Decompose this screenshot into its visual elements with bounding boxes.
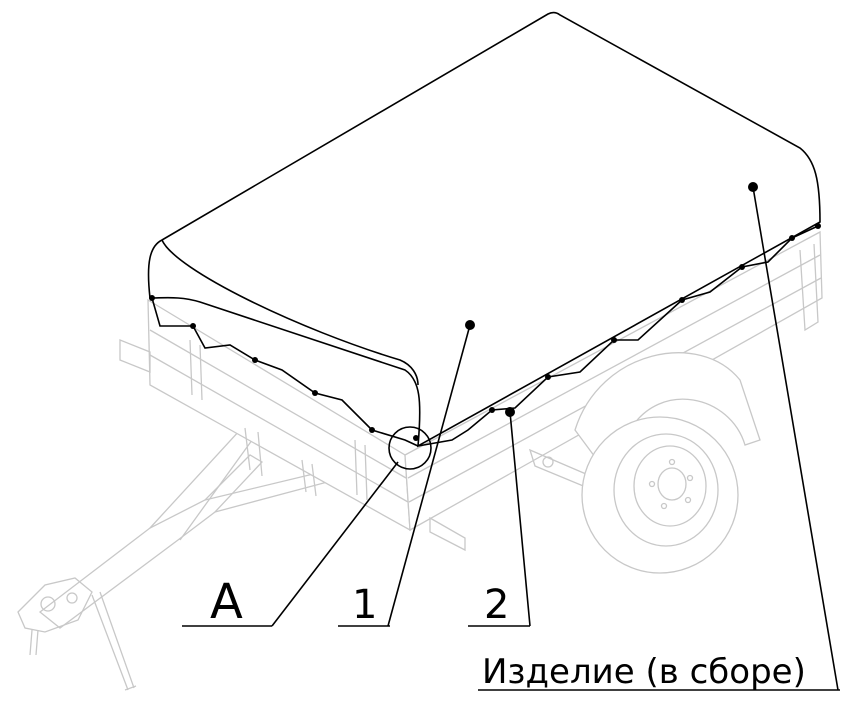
drawbar bbox=[38, 454, 264, 629]
wheel-assembly-ghost bbox=[574, 352, 761, 574]
cord-front bbox=[151, 297, 419, 447]
tie-down-cord bbox=[149, 223, 821, 447]
assembly-caption: Изделие (в сборе) bbox=[482, 652, 806, 692]
support-leg bbox=[91, 591, 137, 691]
part-1-label: 1 bbox=[352, 582, 377, 628]
part-2-label: 2 bbox=[484, 582, 509, 628]
tarpaulin-cover bbox=[147, 11, 821, 448]
coupling-head bbox=[17, 577, 93, 633]
detail-a-circle bbox=[388, 426, 432, 470]
cord-hooks bbox=[149, 223, 821, 441]
leader-lines bbox=[182, 182, 840, 691]
detail-a-label: А bbox=[210, 574, 243, 630]
tyre bbox=[581, 416, 739, 574]
